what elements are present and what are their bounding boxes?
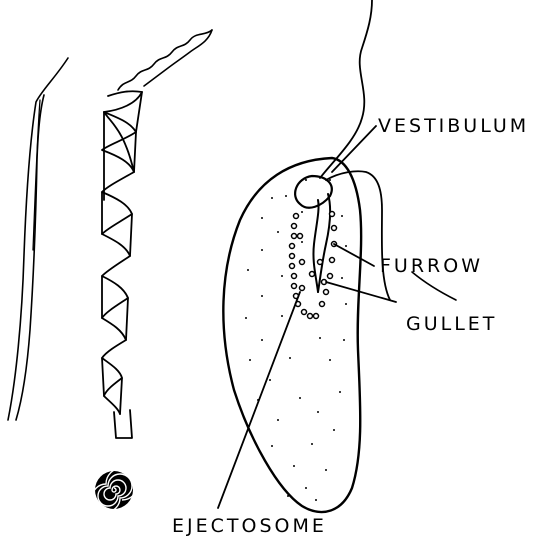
coiled-ejectosome-ribbon <box>102 30 212 438</box>
label-gullet: GULLET <box>406 313 497 335</box>
ejectosome-thread-side-view <box>8 58 68 420</box>
label-vestibulum: VESTIBULUM <box>378 115 529 137</box>
label-furrow: FURROW <box>380 255 483 277</box>
cell-body <box>223 158 361 512</box>
spiral-cross-section <box>92 468 138 512</box>
label-ejectosome: EJECTOSOME <box>172 515 327 537</box>
